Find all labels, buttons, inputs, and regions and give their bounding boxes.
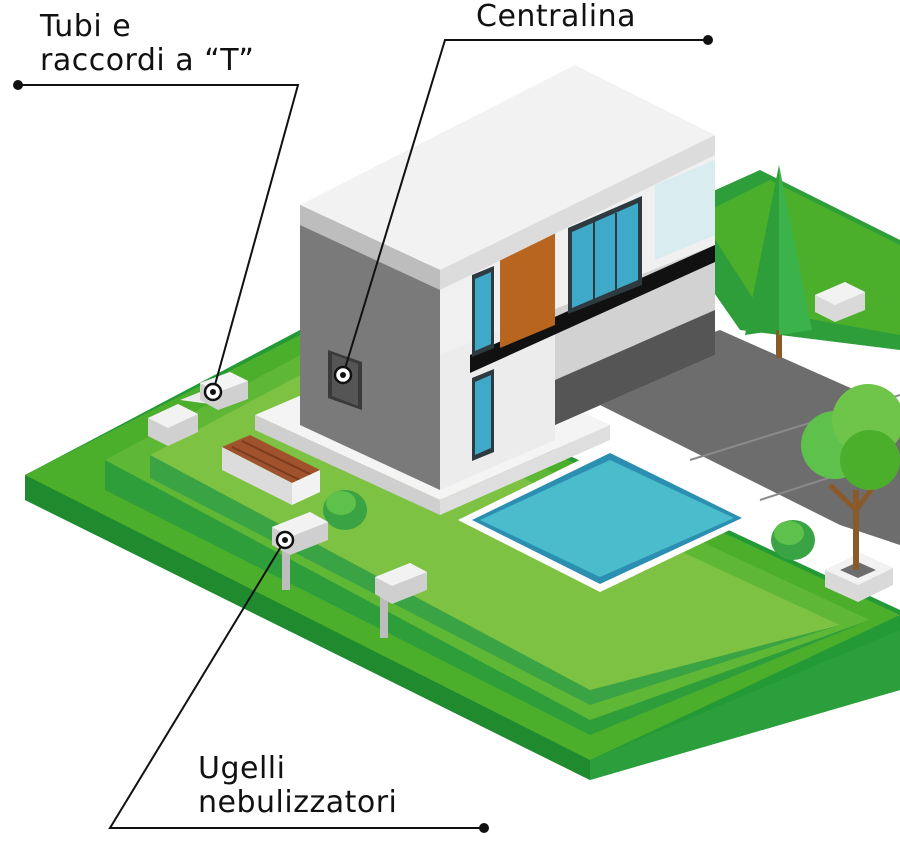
pipe-tee-connector-icon: [203, 382, 223, 402]
round-tree: [801, 384, 900, 602]
callout-centralina-line1: Centralina: [476, 0, 636, 34]
bush-right: [771, 520, 815, 560]
callout-tubi-raccordi: Tubi e raccordi a “T”: [40, 10, 254, 78]
callout-ugelli-line1: Ugelli: [198, 751, 286, 786]
callout-tubi-line1: Tubi e: [40, 9, 132, 44]
pine-tree: [745, 165, 812, 358]
house: [300, 65, 715, 490]
bush-left: [323, 490, 367, 530]
callout-tubi-line2: raccordi a “T”: [40, 43, 255, 78]
callout-leaders: [18, 39, 708, 829]
mist-nozzle-icon-2: [375, 563, 427, 638]
controller-target-icon: [333, 365, 353, 385]
callout-ugelli-line2: nebulizzatori: [198, 785, 398, 820]
nozzle-target-icon: [275, 530, 295, 550]
pool: [458, 445, 755, 592]
leader-endpoints: [13, 35, 713, 833]
callout-centralina: Centralina: [476, 0, 636, 34]
garden-block-right: [815, 282, 865, 322]
callout-ugelli-nebulizzatori: Ugelli nebulizzatori: [198, 752, 397, 820]
garden-bench: [222, 435, 320, 505]
